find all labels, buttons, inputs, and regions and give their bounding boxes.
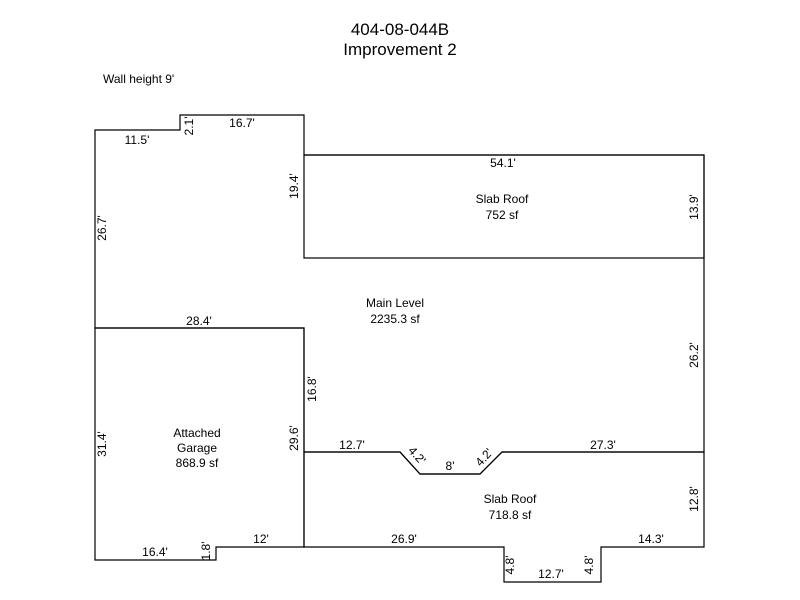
dimension-label: 4.2': [472, 446, 495, 469]
garage-area: 868.9 sf: [176, 456, 219, 470]
dimension-label: 4.8': [582, 556, 596, 575]
dimension-label: 14.3': [638, 532, 664, 546]
sketch-title: 404-08-044B: [350, 20, 450, 39]
slab-roof-top-area: 752 sf: [486, 208, 519, 222]
wall-height-note: Wall height 9': [103, 72, 175, 86]
dimension-label: 28.4': [186, 314, 212, 328]
dimension-label: 12.8': [687, 486, 701, 512]
dimension-label: 12.7': [339, 438, 365, 452]
main-level-name: Main Level: [366, 296, 424, 310]
dimension-label: 4.2': [405, 444, 428, 467]
slab-roof-bottom-area: 718.8 sf: [489, 508, 532, 522]
dimension-label: 16.8': [305, 376, 319, 402]
dimension-label: 16.7': [229, 116, 255, 130]
dimension-label: 27.3': [590, 438, 616, 452]
sketch-subtitle: Improvement 2: [343, 40, 457, 59]
dimension-label: 4.8': [503, 556, 517, 575]
garage-name-line2: Garage: [177, 441, 217, 455]
garage-outline: [94, 327, 305, 561]
dimension-label: 54.1': [490, 156, 516, 170]
dimension-label: 19.4': [287, 173, 301, 199]
dimension-label: 12': [253, 532, 269, 546]
dimension-label: 11.5': [125, 133, 150, 147]
dimension-label: 12.7': [538, 567, 564, 581]
main-level-outline: [94, 114, 705, 475]
slab-roof-top-name: Slab Roof: [476, 192, 529, 206]
garage-name-line1: Attached: [173, 426, 220, 440]
dimension-label: 1.8': [199, 542, 213, 561]
dimension-label: 2.1': [182, 117, 196, 136]
slab-roof-top-outline: [303, 154, 705, 259]
dimension-label: 8': [446, 459, 455, 473]
main-level-area: 2235.3 sf: [370, 312, 420, 326]
dimension-label: 26.2': [687, 342, 701, 368]
dimension-label: 26.9': [391, 532, 417, 546]
slab-roof-bottom-name: Slab Roof: [484, 492, 537, 506]
dimension-label: 16.4': [142, 545, 168, 559]
slab-roof-bottom-outline: [303, 451, 705, 583]
dimension-label: 26.7': [95, 215, 109, 241]
dimension-label: 29.6': [287, 425, 301, 451]
dimension-label: 13.9': [687, 194, 701, 220]
dimension-label: 31.4': [95, 431, 109, 457]
